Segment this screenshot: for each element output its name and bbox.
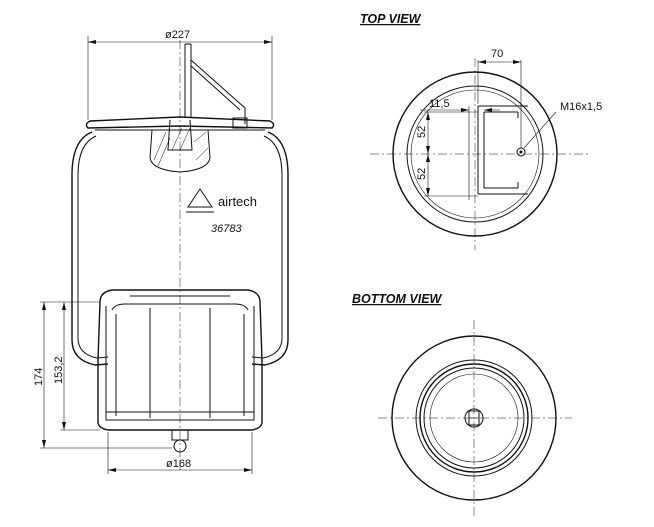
inner-height-label: 153,2 [53,356,65,384]
bellows [71,131,289,366]
brand-name: airtech [218,194,257,209]
bottom-diameter-label: ø168 [166,458,191,470]
top-plate [85,116,275,129]
part-number: 36783 [211,223,242,235]
top-view-title: TOP VIEW [360,12,422,26]
top-view: TOP VIEW M16x1,5 70 11,5 52 52 [360,12,602,250]
top-diameter-label: ø227 [165,29,190,41]
side-view: airtech 36783 ø227 ø168 [33,29,289,474]
mounting-bracket [184,43,246,124]
dim-upper-label: 52 [416,126,428,138]
thread-label: M16x1,5 [560,101,602,113]
dim-width-label: 70 [491,48,503,60]
bottom-view-title: BOTTOM VIEW [352,292,443,306]
dim-offset-label: 11,5 [429,98,450,110]
piston [97,289,263,453]
brand-logo: airtech 36783 [186,188,257,235]
bottom-view: BOTTOM VIEW [352,292,572,516]
overall-height-label: 174 [33,368,45,386]
dim-lower-label: 52 [416,168,428,180]
